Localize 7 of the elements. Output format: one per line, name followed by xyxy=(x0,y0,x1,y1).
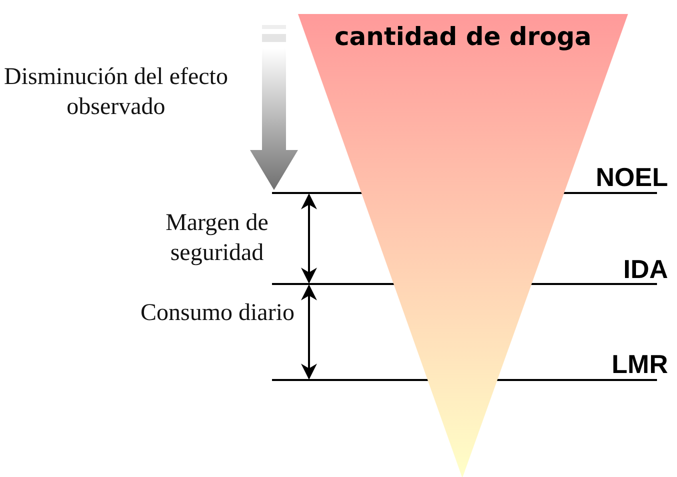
threshold-label: LMR xyxy=(610,350,668,378)
margin-label: Margen de seguridad xyxy=(164,209,270,268)
effect-note: Disminución del efecto observado xyxy=(3,63,229,122)
triangle-title: cantidad de droga xyxy=(333,21,593,53)
threshold-label: IDA xyxy=(622,255,668,283)
threshold-label: NOEL xyxy=(594,163,668,191)
consumption-label: Consumo diario xyxy=(140,299,295,328)
